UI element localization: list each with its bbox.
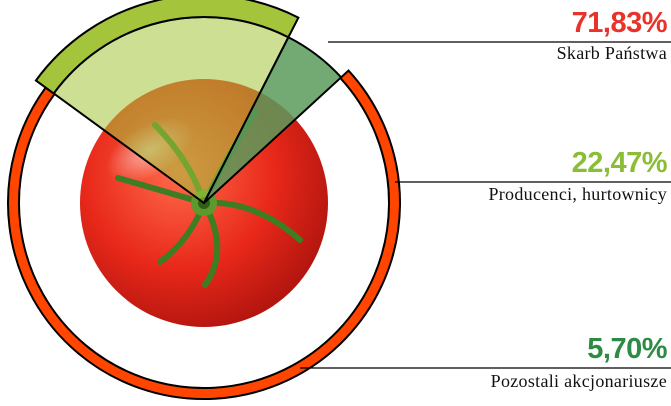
pie-ring-2 — [34, 0, 300, 95]
value-label-3: 5,70% — [587, 333, 667, 365]
category-label-2: Producenci, hurtownicy — [488, 184, 667, 204]
category-label-1: Skarb Państwa — [557, 43, 667, 63]
value-label-1: 71,83% — [572, 7, 668, 39]
value-label-2: 22,47% — [572, 147, 668, 179]
pie-slice-3 — [203, 35, 343, 204]
pie-slices — [7, 0, 401, 400]
category-label-3: Pozostali akcjonariusze — [491, 371, 667, 391]
legend: 71,83% Skarb Państwa 22,47% Producenci, hur… — [300, 7, 671, 391]
